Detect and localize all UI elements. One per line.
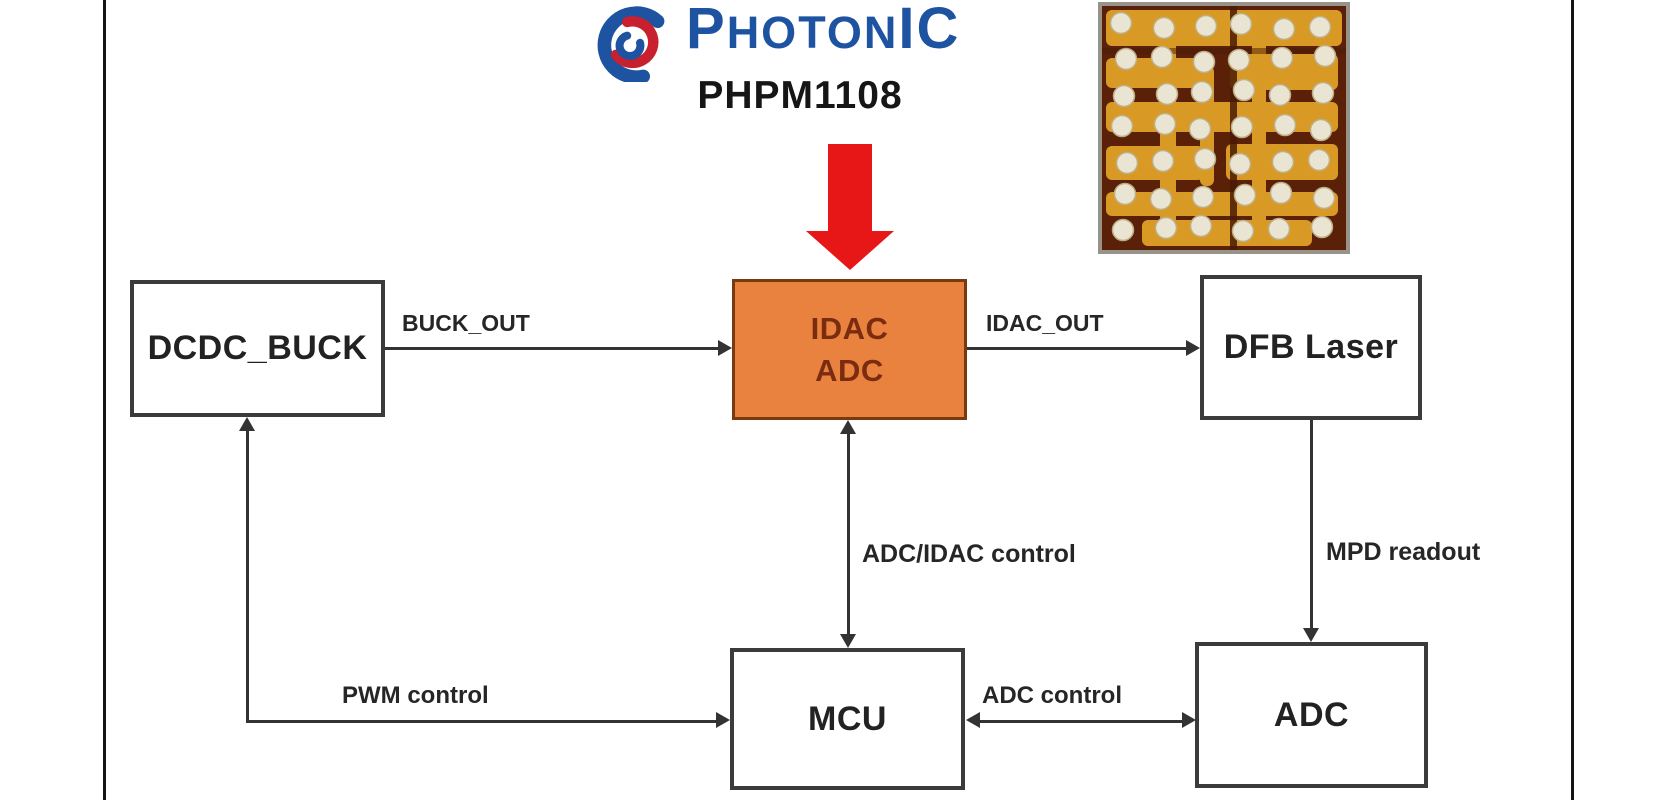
wordmark-tail: IC (898, 0, 961, 61)
edge-pwm-control-arrowhead-right (716, 712, 730, 728)
edge-idac-out-line (967, 347, 1186, 350)
block-adc: ADC (1195, 642, 1428, 788)
block-mcu: MCU (730, 648, 965, 790)
block-idac-adc-line2: ADC (815, 352, 884, 388)
edge-pwm-control-vline (246, 430, 249, 723)
label-mpd-readout: MPD readout (1326, 538, 1481, 566)
block-dcdc-buck: DCDC_BUCK (130, 280, 385, 417)
block-idac-adc: IDAC ADC (732, 279, 967, 420)
left-frame-line (103, 0, 106, 800)
edge-idac-out-arrowhead (1186, 340, 1200, 356)
label-adc-idac-control: ADC/IDAC control (862, 540, 1076, 568)
edge-buck-out-arrowhead (718, 340, 732, 356)
block-mcu-label: MCU (808, 699, 887, 738)
part-number: PHPM1108 (697, 74, 903, 117)
edge-pwm-control-arrowhead-up (239, 417, 255, 431)
edge-pwm-control-hline (246, 720, 716, 723)
edge-adc-idac-control-arrowhead-up (840, 420, 856, 434)
block-idac-adc-line1: IDAC (810, 310, 889, 346)
edge-adc-idac-control-arrowhead-down (840, 634, 856, 648)
label-idac-out: IDAC_OUT (986, 310, 1104, 336)
edge-adc-control-arrowhead-right (1182, 712, 1196, 728)
wordmark-lead: P (686, 0, 727, 61)
edge-mpd-readout-arrowhead (1303, 628, 1319, 642)
chip-die-photo (1098, 2, 1350, 254)
right-frame-line (1571, 0, 1574, 800)
photonic-swirl-icon (592, 2, 672, 84)
edge-buck-out-line (385, 347, 718, 350)
edge-adc-idac-control-line (847, 432, 850, 636)
block-dcdc-buck-label: DCDC_BUCK (147, 329, 368, 367)
edge-mpd-readout-line (1310, 420, 1313, 630)
edge-adc-control-arrowhead-left (966, 712, 980, 728)
label-pwm-control: PWM control (342, 682, 489, 709)
label-buck-out: BUCK_OUT (402, 310, 530, 336)
wordmark-mid: HOTON (726, 7, 899, 58)
red-down-arrow-head (806, 231, 894, 270)
red-down-arrow-icon (828, 144, 872, 232)
block-dfb-laser: DFB Laser (1200, 275, 1422, 420)
label-adc-control: ADC control (982, 682, 1122, 709)
block-adc-label: ADC (1273, 695, 1350, 734)
edge-adc-control-line (980, 720, 1183, 723)
block-dfb-laser-label: DFB Laser (1223, 328, 1399, 366)
